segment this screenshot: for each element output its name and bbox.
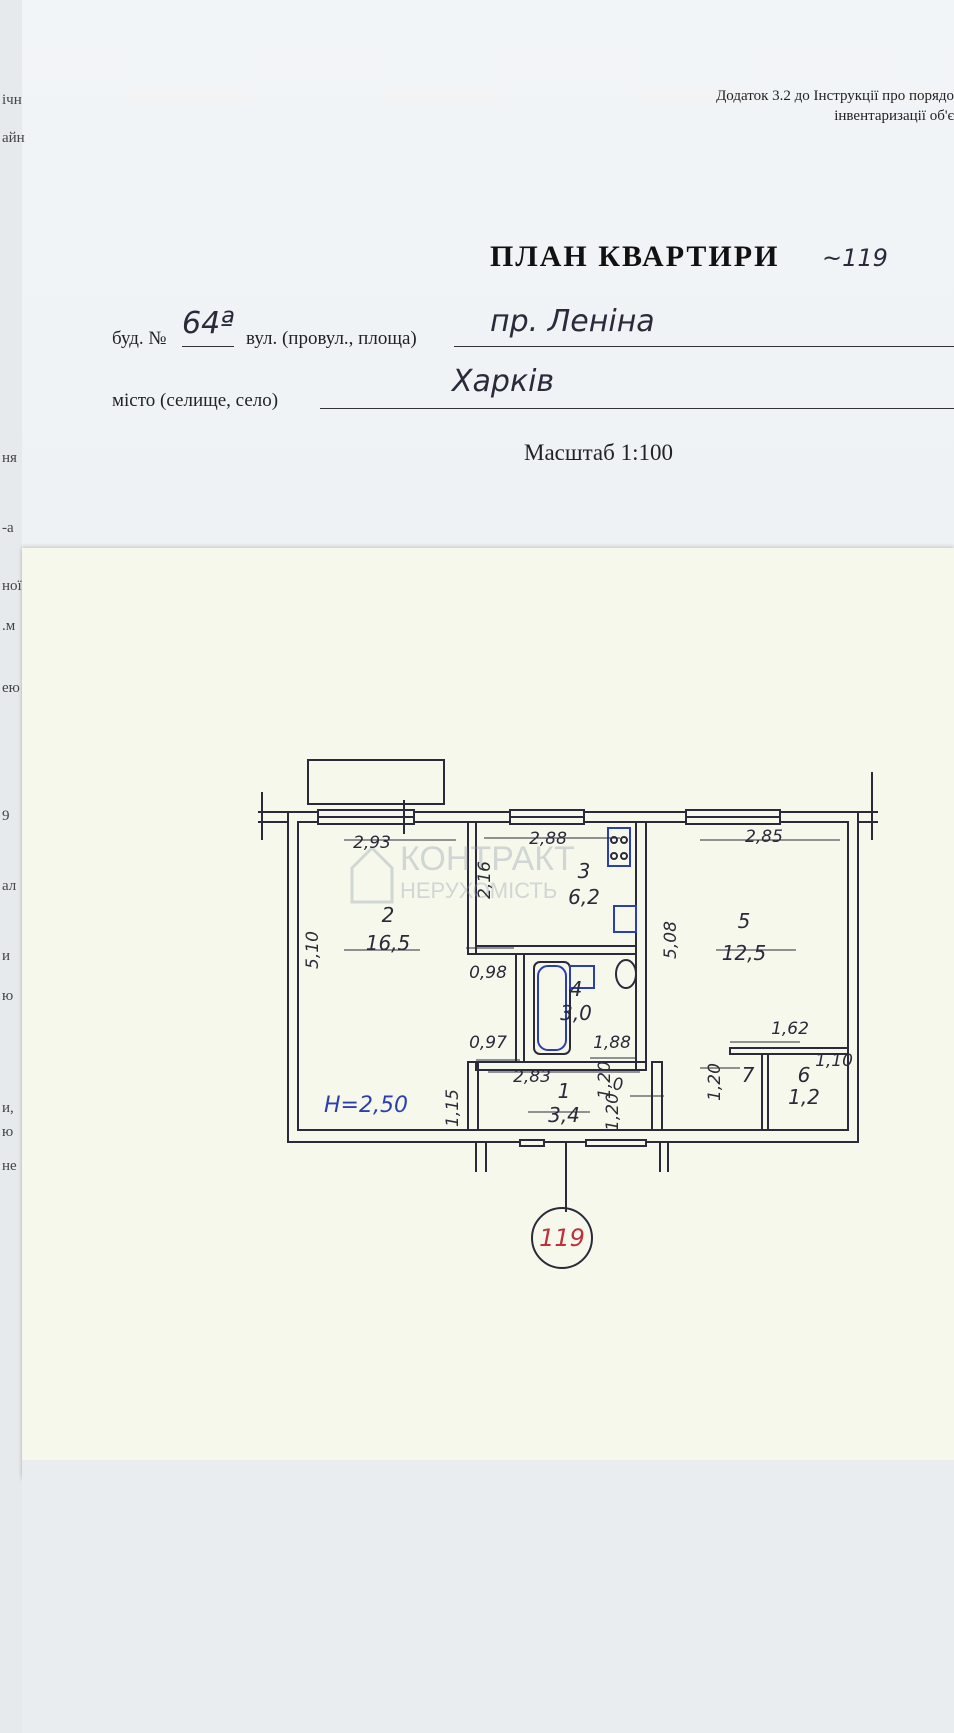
partition-3-5 <box>635 821 647 1071</box>
strip-glyph: ю <box>2 1124 14 1140</box>
room-area: 1,2 <box>788 1085 820 1109</box>
room-area: 3,4 <box>548 1103 580 1127</box>
dimension-label: 2,85 <box>745 827 783 847</box>
bathtub <box>533 961 571 1055</box>
street-value: пр. Леніна <box>490 304 655 339</box>
city-label: місто (селище, село) <box>112 390 279 411</box>
hallway-left-wall <box>467 1061 479 1131</box>
room-area: 16,5 <box>366 931 411 955</box>
partition-3-4 <box>475 945 637 955</box>
strip-glyph: и <box>2 948 11 964</box>
strip-glyph: .м <box>2 618 16 634</box>
dimension-label: 0,97 <box>469 1033 507 1053</box>
partition-2-3 <box>467 821 477 955</box>
dimension-label: 2,16 <box>475 861 495 899</box>
form-page: Додаток 3.2 до Інструкції про порядо інв… <box>22 0 954 560</box>
room-number: 1 <box>558 1079 571 1103</box>
floor-plan-sheet <box>22 548 954 1478</box>
dimension-label: 1,88 <box>593 1033 631 1053</box>
building-no-label: буд. № <box>112 328 167 349</box>
annex-line-2: інвентаризації об'є <box>834 108 954 124</box>
toilet <box>615 959 637 989</box>
strip-glyph: ею <box>2 680 20 696</box>
ceiling-height-note: H=2,50 <box>324 1093 408 1118</box>
balcony <box>307 759 445 805</box>
street-label: вул. (провул., площа) <box>246 328 417 349</box>
dimension-label: 1,20 <box>595 1061 615 1099</box>
room-number: 4 <box>570 977 583 1001</box>
room-area: 6,2 <box>568 885 600 909</box>
sink <box>569 965 595 989</box>
strip-glyph: ічн <box>2 92 22 108</box>
house-icon <box>350 845 394 904</box>
dimension-label: 2,83 <box>513 1067 551 1087</box>
dimension-label: 2,93 <box>353 833 391 853</box>
closet-top-wall <box>729 1047 849 1055</box>
hallway-top-wall <box>475 1061 647 1071</box>
strip-glyph: -а <box>2 520 14 536</box>
apartment-circle-label: 119 <box>539 1224 585 1252</box>
watermark-line-2: НЕРУХОМІСТЬ <box>400 878 557 903</box>
stove <box>607 827 631 867</box>
strip-glyph: 9 <box>2 808 10 824</box>
strip-glyph: ня <box>2 450 17 466</box>
room-number: 2 <box>382 903 395 927</box>
dimension-label: 1,20 <box>603 1093 623 1131</box>
dimension-label: 0 <box>613 1075 624 1095</box>
strip-glyph: ю <box>2 988 14 1004</box>
dimension-label: 5,08 <box>661 921 681 959</box>
lower-page <box>22 1460 954 1733</box>
scale-label: Масштаб 1:100 <box>524 440 673 465</box>
page-title: ПЛАН КВАРТИРИ <box>490 240 780 273</box>
watermark-line-1: КОНТРАКТ <box>400 840 575 878</box>
kitchen-sink <box>613 905 637 933</box>
dimension-label: 5,10 <box>303 931 323 969</box>
apartment-number: ~119 <box>822 244 888 272</box>
room-number: 5 <box>738 909 751 933</box>
room-number: 3 <box>578 859 591 883</box>
building-no-underline <box>182 346 234 347</box>
room-number: 7 <box>742 1063 755 1087</box>
dimension-label: 0,98 <box>469 963 507 983</box>
dimension-label: 2,88 <box>529 829 567 849</box>
dimension-label: 1,62 <box>771 1019 809 1039</box>
building-no-value: 64ª <box>182 306 235 341</box>
room-area: 3,0 <box>560 1001 592 1025</box>
city-underline <box>320 408 954 409</box>
room-area: 12,5 <box>722 941 767 965</box>
street-underline <box>454 346 954 347</box>
dimension-label: 1,10 <box>815 1051 853 1071</box>
apartment-circle <box>531 1207 593 1269</box>
city-value: Харків <box>452 364 555 399</box>
annex-line-1: Додаток 3.2 до Інструкції про порядо <box>716 88 954 104</box>
dimension-label: 1,20 <box>705 1063 725 1101</box>
annex-note: Додаток 3.2 до Інструкції про порядо інв… <box>574 86 954 126</box>
closet-divider <box>761 1053 769 1131</box>
strip-glyph: и, <box>2 1100 14 1116</box>
room-number: 6 <box>798 1063 811 1087</box>
strip-glyph: айн <box>2 130 25 146</box>
strip-glyph: не <box>2 1158 17 1174</box>
watermark: КОНТРАКТ НЕРУХОМІСТЬ <box>350 840 575 904</box>
strip-glyph: ал <box>2 878 17 894</box>
dimension-label: 1,15 <box>443 1089 463 1127</box>
partition-2-4 <box>515 953 525 1063</box>
strip-glyph: ної <box>2 578 22 594</box>
